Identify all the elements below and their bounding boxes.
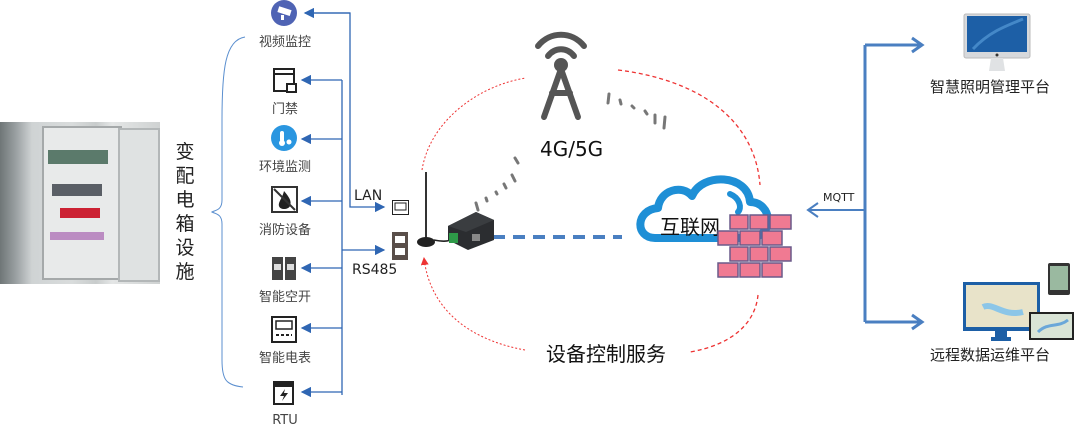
cell-tower-icon bbox=[535, 31, 587, 120]
cabinet-photo bbox=[0, 122, 160, 284]
meter-icon bbox=[271, 316, 297, 343]
service-loop-top-left bbox=[421, 77, 527, 171]
fire-icon bbox=[271, 186, 298, 213]
service-loop-top-right bbox=[617, 69, 761, 186]
cloud-label: 互联网 bbox=[660, 215, 720, 239]
device-meter[interactable]: 智能电表 bbox=[240, 316, 330, 366]
platform-label: 远程数据运维平台 bbox=[930, 346, 1051, 364]
device-label: 视频监控 bbox=[258, 35, 311, 50]
desktop-monitor-icon bbox=[963, 13, 1031, 71]
lan-label: LAN bbox=[354, 188, 383, 204]
title-char: 设 bbox=[175, 237, 195, 259]
thermometer-icon bbox=[271, 125, 297, 151]
service-label: 设备控制服务 bbox=[546, 342, 666, 366]
device-label: 智能空开 bbox=[258, 290, 311, 305]
device-label: 环境监测 bbox=[258, 160, 311, 175]
4g-gateway-device bbox=[417, 172, 494, 250]
camera-icon bbox=[271, 0, 297, 26]
tower-label: 4G/5G bbox=[540, 137, 604, 161]
platform-lighting[interactable]: 智慧照明管理平台 bbox=[925, 10, 1075, 100]
device-label: 智能电表 bbox=[258, 351, 311, 366]
cabinet-facility-title: 变 配 电 箱 设 施 bbox=[172, 140, 198, 284]
device-label: 门禁 bbox=[271, 102, 298, 117]
device-fire[interactable]: 消防设备 bbox=[240, 186, 330, 238]
title-char: 箱 bbox=[175, 213, 195, 235]
rs485-port-icon bbox=[392, 232, 408, 260]
rtu-icon bbox=[273, 381, 294, 405]
service-loop-bottom-right bbox=[689, 294, 759, 353]
ethernet-port-icon bbox=[392, 200, 409, 215]
firewall-icon bbox=[717, 214, 792, 278]
brace bbox=[210, 36, 246, 388]
device-access[interactable]: 门禁 bbox=[240, 67, 330, 117]
device-label: RTU bbox=[272, 413, 298, 428]
door-lock-icon bbox=[273, 68, 297, 93]
title-char: 施 bbox=[175, 261, 195, 283]
device-video[interactable]: 视频监控 bbox=[240, 0, 330, 50]
breaker-icon bbox=[272, 257, 296, 280]
device-rtu[interactable]: RTU bbox=[240, 380, 330, 430]
title-char: 变 bbox=[175, 141, 195, 163]
platform-label: 智慧照明管理平台 bbox=[930, 78, 1051, 96]
device-breaker[interactable]: 智能空开 bbox=[240, 256, 330, 306]
mqtt-label: MQTT bbox=[823, 191, 855, 204]
multi-device-icon bbox=[963, 263, 1074, 341]
platform-remote-ops[interactable]: 远程数据运维平台 bbox=[925, 258, 1075, 368]
title-char: 配 bbox=[175, 165, 195, 187]
rs485-label: RS485 bbox=[352, 262, 398, 278]
title-char: 电 bbox=[175, 189, 195, 211]
device-environment[interactable]: 环境监测 bbox=[240, 125, 330, 175]
device-label: 消防设备 bbox=[258, 223, 311, 238]
service-loop-bottom-left bbox=[420, 257, 526, 351]
signal-waves bbox=[474, 92, 667, 212]
